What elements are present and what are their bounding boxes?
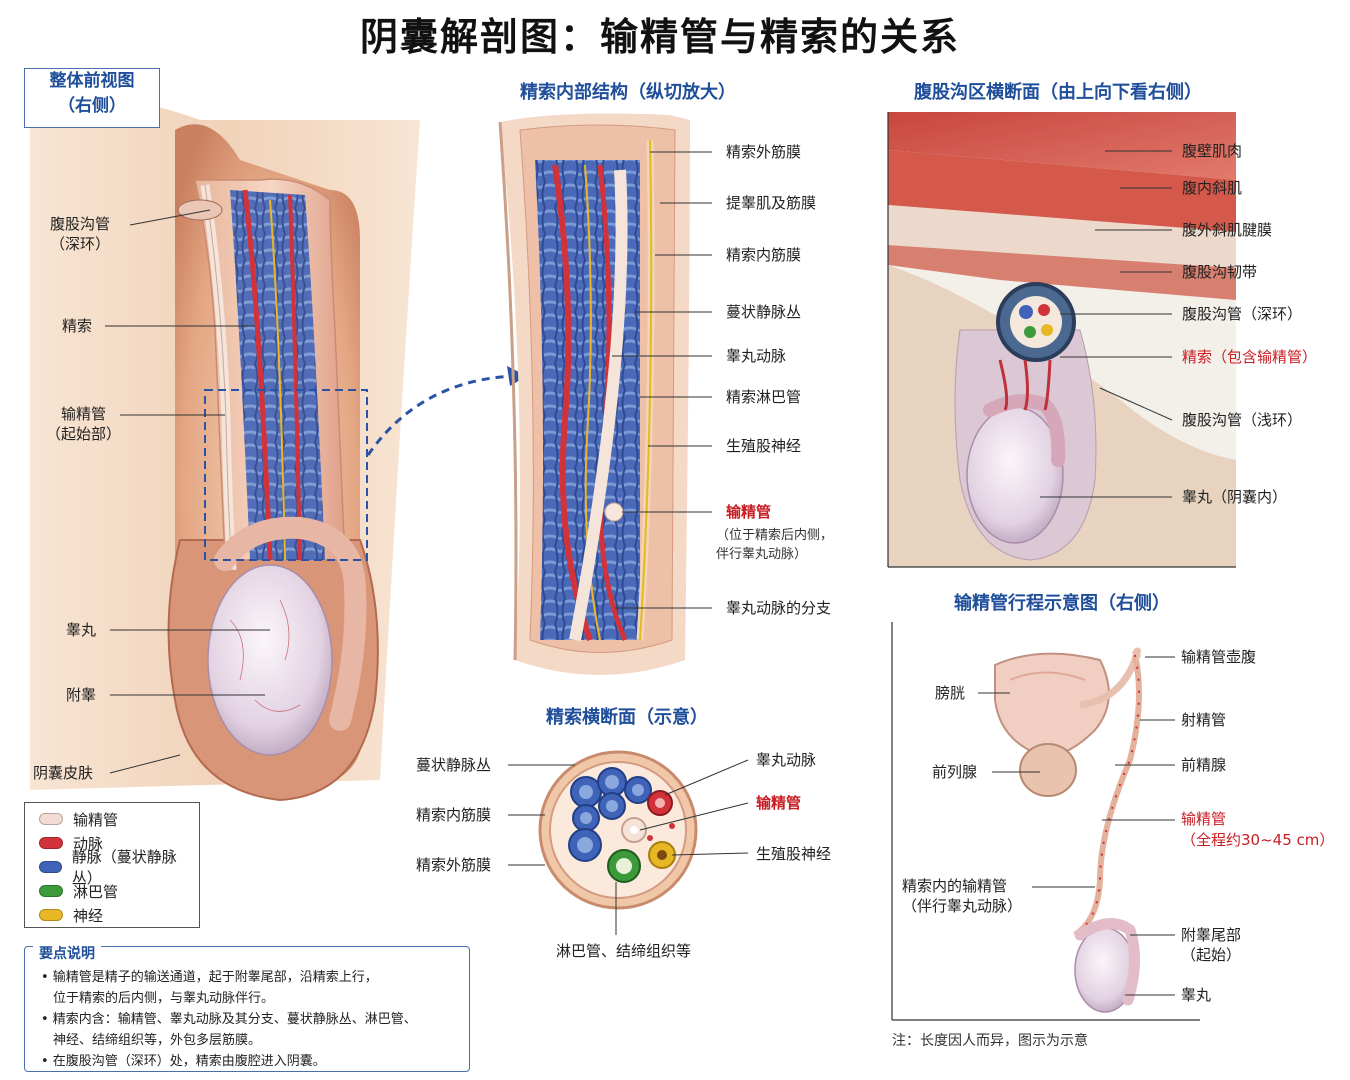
label-testis: 睾丸 (66, 621, 97, 639)
label-course-testis: 睾丸 (1181, 986, 1212, 1004)
legend-item-artery: 动脉 (39, 831, 199, 855)
vas-course-illustration (994, 647, 1142, 1013)
label-vas-in-cord: 精索内的输精管 （伴行睾丸动脉） (902, 877, 1023, 915)
zoom-arrow (366, 374, 516, 456)
front-view-illustration (30, 97, 420, 802)
label-epididymis-tail: 附睾尾部 （起始） (1181, 926, 1242, 964)
front-view-title: 整体前视图 （右侧） (24, 68, 160, 128)
legend-item-lymph: 淋巴管 (39, 879, 199, 903)
label-cross-artery: 睾丸动脉 (756, 751, 817, 769)
label-internal-fascia: 精索内筋膜 (726, 246, 802, 264)
inguinal-leaders (1040, 150, 1173, 498)
label-course-vas: 输精管 (1181, 810, 1227, 828)
label-internal-oblique: 腹内斜肌 (1182, 179, 1243, 197)
label-ampulla: 输精管壶腹 (1181, 648, 1257, 666)
label-cross-plexus: 蔓状静脉丛 (416, 756, 492, 774)
label-cross-internal-fascia: 精索内筋膜 (416, 806, 492, 824)
label-external-fascia: 精索外筋膜 (726, 143, 802, 161)
cord-longitudinal-leaders (612, 151, 712, 609)
label-prostate: 前列腺 (932, 763, 978, 781)
legend-swatch-icon (39, 861, 62, 873)
label-inguinal-ligament: 腹股沟韧带 (1182, 263, 1258, 281)
notes-title: 要点说明 (33, 945, 101, 963)
label-artery-branch: 睾丸动脉的分支 (726, 599, 832, 617)
label-external-oblique: 腹外斜肌腱膜 (1182, 221, 1273, 239)
label-cross-vas: 输精管 (756, 794, 802, 812)
legend-swatch-icon (39, 813, 63, 825)
label-vas-note: （位于精索后内侧， 伴行睾丸动脉） (716, 528, 834, 562)
cord-cross-section-illustration (538, 750, 698, 910)
vas-course-leaders (978, 656, 1175, 996)
label-deep-ring: 腹股沟管（深环） (1182, 305, 1303, 323)
longitudinal-title: 精索内部结构（纵切放大） (520, 82, 736, 103)
label-vas-deferens-start: 输精管 （起始部） (46, 405, 122, 443)
label-course-length: （全程约30~45 cm） (1181, 831, 1335, 849)
legend-item-nerve: 神经 (39, 903, 199, 927)
label-abdominal-muscle: 腹壁肌肉 (1182, 142, 1243, 160)
legend-swatch-icon (39, 885, 63, 897)
legend-swatch-icon (39, 909, 63, 921)
label-testis-in-scrotum: 睾丸（阴囊内） (1182, 488, 1288, 506)
page-title: 阴囊解剖图：输精管与精索的关系 (359, 15, 960, 59)
label-cremaster: 提睾肌及筋膜 (726, 194, 817, 212)
label-cross-external-fascia: 精索外筋膜 (416, 856, 492, 874)
label-genitofemoral-nerve: 生殖股神经 (726, 437, 802, 455)
label-epididymis: 附睾 (66, 686, 97, 704)
label-cross-nerve: 生殖股神经 (756, 845, 832, 863)
label-ejaculatory-duct: 射精管 (1181, 711, 1227, 729)
label-lymphatic: 精索淋巴管 (726, 388, 802, 406)
inguinal-title: 腹股沟区横断面（由上向下看右侧） (914, 82, 1202, 103)
label-bladder: 膀胱 (935, 684, 966, 702)
label-superficial-ring: 腹股沟管（浅环） (1182, 411, 1303, 429)
label-cord-with-vas: 精索（包含输精管） (1182, 348, 1318, 366)
cross-section-title: 精索横断面（示意） (546, 707, 708, 728)
legend-swatch-icon (39, 837, 63, 849)
legend: 输精管 动脉 静脉（蔓状静脉丛） 淋巴管 神经 (24, 802, 200, 928)
note-item: • 输精管是精子的输送通道，起于附睾尾部，沿精索上行， 位于精索的后内侧，与睾丸… (41, 970, 378, 1006)
cord-longitudinal-illustration (498, 113, 690, 675)
label-inguinal-canal-deep: 腹股沟管 （深环） (50, 215, 111, 253)
label-cross-lymph: 淋巴管、结缔组织等 (556, 942, 692, 960)
legend-item-vas: 输精管 (39, 807, 199, 831)
front-view-leaders (105, 209, 270, 774)
note-item: • 精索内含：输精管、睾丸动脉及其分支、蔓状静脉丛、淋巴管、 神经、结缔组织等，… (41, 1012, 417, 1048)
legend-item-vein: 静脉（蔓状静脉丛） (39, 848, 199, 887)
label-scrotal-skin: 阴囊皮肤 (33, 764, 94, 782)
label-vas-deferens: 输精管 (726, 503, 772, 521)
note-item: • 在腹股沟管（深环）处，精索由腹腔进入阴囊。 (41, 1054, 326, 1069)
footnote: 注：长度因人而异，图示为示意 (892, 1033, 1088, 1049)
label-pampiniform-plexus: 蔓状静脉丛 (726, 303, 802, 321)
inguinal-section-illustration (888, 112, 1236, 567)
label-spermatic-cord: 精索 (62, 317, 93, 335)
notes-box: 要点说明 • 输精管是精子的输送通道，起于附睾尾部，沿精索上行， 位于精索的后内… (24, 945, 470, 1072)
label-seminal-gland: 前精腺 (1181, 756, 1227, 774)
course-title: 输精管行程示意图（右侧） (954, 593, 1170, 614)
cross-section-leaders (508, 759, 749, 935)
label-testicular-artery: 睾丸动脉 (726, 347, 787, 365)
